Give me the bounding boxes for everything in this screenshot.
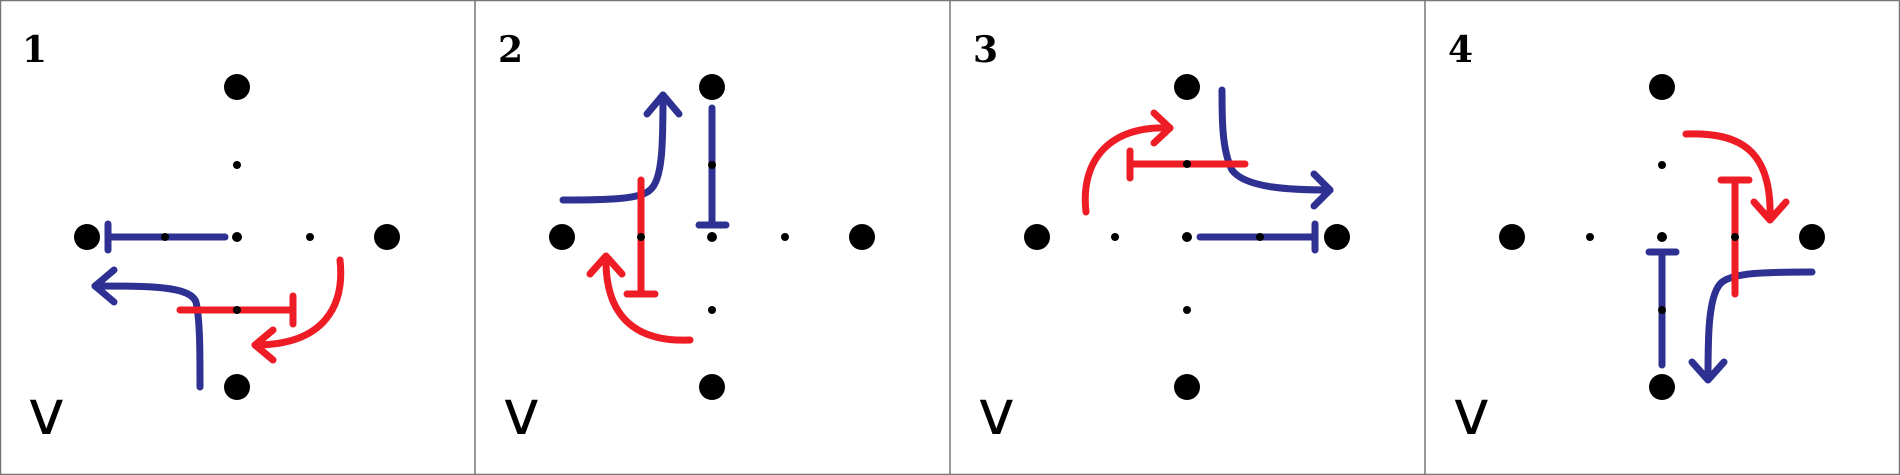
vertex bbox=[1174, 374, 1200, 400]
panel-number: 4 bbox=[1448, 29, 1473, 71]
corner-label-v: v bbox=[978, 376, 1015, 449]
red-curved-arrow bbox=[602, 254, 694, 344]
edge-dot bbox=[1731, 233, 1739, 241]
panel-4: 4 v bbox=[1448, 29, 1825, 449]
edge-dot bbox=[637, 233, 645, 241]
edge-dot bbox=[707, 232, 717, 242]
corner-label-v: v bbox=[1453, 376, 1490, 449]
blue-arrowhead bbox=[1310, 170, 1334, 210]
vertex bbox=[1024, 224, 1050, 250]
blue-curved-arrow bbox=[1218, 86, 1334, 194]
vertex bbox=[1649, 74, 1675, 100]
vertex bbox=[1174, 74, 1200, 100]
edge-dot bbox=[1182, 232, 1192, 242]
corner-label-v: v bbox=[503, 376, 540, 449]
vertex bbox=[849, 224, 875, 250]
vertex bbox=[1324, 224, 1350, 250]
panel-number: 1 bbox=[22, 29, 47, 71]
vertex bbox=[699, 374, 725, 400]
edge-dot bbox=[1658, 161, 1666, 169]
edge-dot bbox=[708, 306, 716, 314]
panel-2: 2 v bbox=[498, 29, 875, 449]
edge-dot bbox=[1183, 160, 1191, 168]
edge-dot bbox=[1586, 233, 1594, 241]
blue-curved-arrow bbox=[1704, 268, 1816, 382]
red-curved-arrow bbox=[1682, 130, 1774, 222]
panel-number: 3 bbox=[973, 29, 998, 71]
vertex bbox=[374, 224, 400, 250]
edge-dot bbox=[233, 306, 241, 314]
blue-curved-arrow bbox=[91, 282, 204, 391]
edge-dot bbox=[1658, 306, 1666, 314]
red-curved-arrow bbox=[1081, 124, 1174, 216]
edge-dot bbox=[1657, 232, 1667, 242]
edge-dot bbox=[161, 233, 169, 241]
vertex bbox=[1649, 374, 1675, 400]
vertex bbox=[224, 374, 250, 400]
panel-3: 3 v bbox=[973, 29, 1350, 449]
blue-arrowhead bbox=[643, 91, 683, 118]
edge-dot bbox=[232, 232, 242, 242]
edge-dot bbox=[708, 161, 716, 169]
vertex bbox=[549, 224, 575, 250]
vertex bbox=[699, 74, 725, 100]
edge-dot bbox=[233, 161, 241, 169]
vertex bbox=[1799, 224, 1825, 250]
vertex bbox=[74, 224, 100, 250]
red-arrowhead bbox=[586, 252, 626, 278]
blue-arrowhead bbox=[91, 266, 118, 306]
corner-label-v: v bbox=[28, 376, 65, 449]
panel-1: 1 v bbox=[22, 29, 400, 449]
red-curved-arrow bbox=[251, 256, 345, 349]
vertex bbox=[1499, 224, 1525, 250]
panel-number: 2 bbox=[498, 29, 523, 71]
red-arrowhead bbox=[251, 326, 277, 364]
red-arrowhead bbox=[1750, 198, 1790, 224]
blue-curved-arrow bbox=[559, 91, 667, 204]
edge-dot bbox=[306, 233, 314, 241]
edge-dot bbox=[1183, 306, 1191, 314]
edge-dot bbox=[1256, 233, 1264, 241]
edge-dot bbox=[1111, 233, 1119, 241]
red-arrowhead bbox=[1150, 109, 1174, 147]
edge-dot bbox=[781, 233, 789, 241]
vertex bbox=[224, 74, 250, 100]
blue-arrowhead bbox=[1688, 358, 1728, 384]
